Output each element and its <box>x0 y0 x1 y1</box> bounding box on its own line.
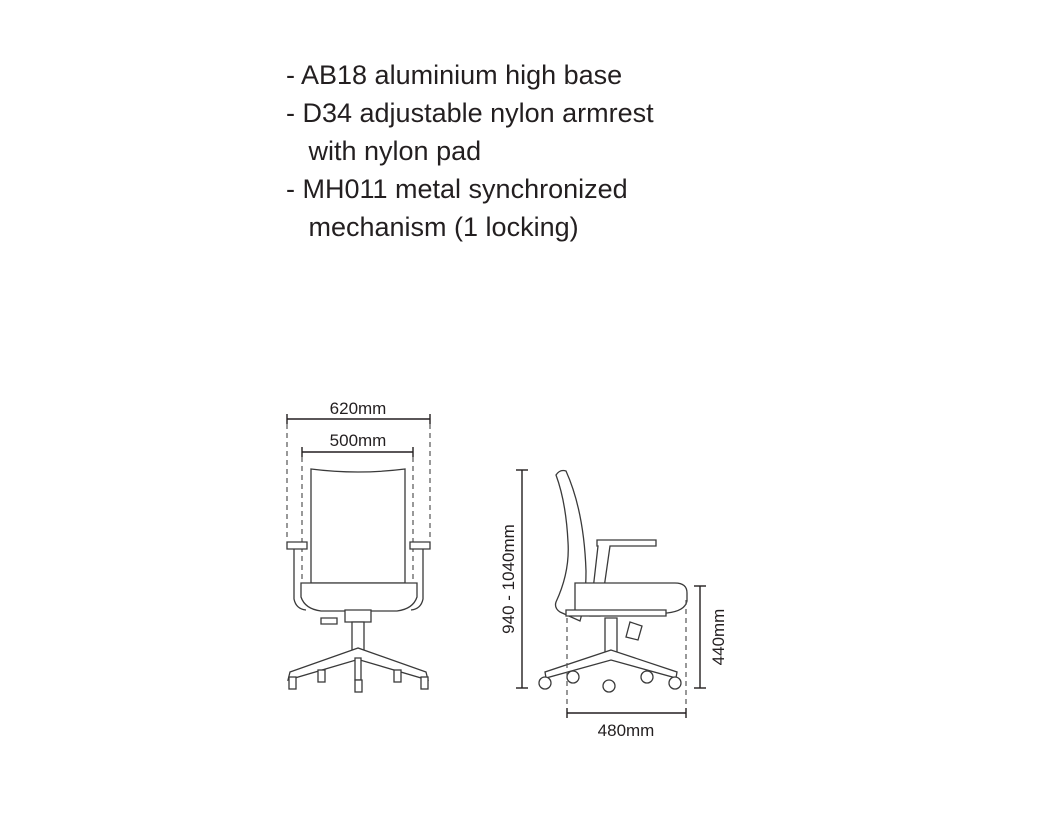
seat-height-label: 440mm <box>709 609 728 666</box>
spec-line: with nylon pad <box>286 136 482 166</box>
spec-line: - MH011 metal synchronized <box>286 174 628 204</box>
chair-front-view: 620mm 500mm <box>286 399 431 693</box>
width-500-label: 500mm <box>330 431 387 450</box>
chair-side-view: 940 - 1040mm 480mm 440mm <box>499 469 728 740</box>
width-620-label: 620mm <box>330 399 387 418</box>
depth-label: 480mm <box>598 721 655 740</box>
height-label: 940 - 1040mm <box>499 524 518 634</box>
spec-line: - D34 adjustable nylon armrest <box>286 98 654 128</box>
spec-line: mechanism (1 locking) <box>286 212 579 242</box>
spec-line: - AB18 aluminium high base <box>286 60 623 90</box>
